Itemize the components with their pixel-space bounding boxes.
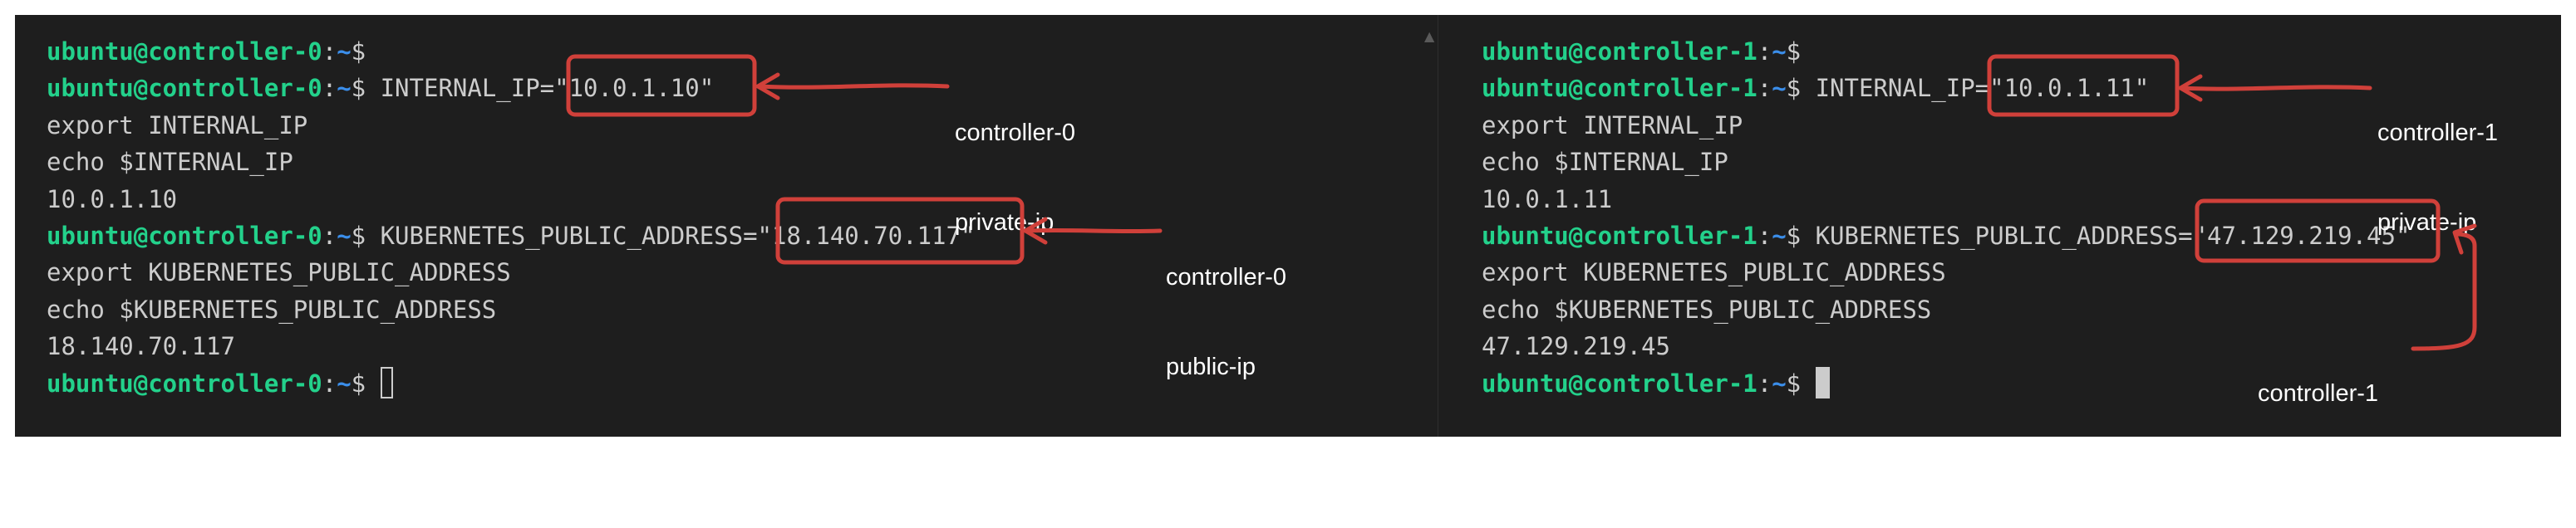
annotation-controller-1-public: controller-1 public-ip: [2258, 319, 2378, 528]
annotation-line: private-ip: [955, 209, 1054, 236]
output-text: echo $INTERNAL_IP: [1482, 148, 1728, 177]
terminal-line: echo $INTERNAL_IP: [47, 144, 975, 180]
output-text: 10.0.1.10: [47, 184, 178, 213]
annotation-controller-0-private: controller-0 private-ip: [955, 58, 1075, 267]
prompt-user: ubuntu@: [47, 369, 149, 398]
annotation-line: controller-0: [955, 120, 1076, 146]
prompt-user: ubuntu@: [1482, 221, 1584, 250]
prompt-path: ~: [1772, 369, 1787, 398]
output-text: 10.0.1.11: [1482, 184, 1613, 213]
command-text: INTERNAL_IP="10.0.1.11": [1801, 74, 2150, 103]
prompt-user: ubuntu@: [1482, 37, 1584, 66]
prompt-colon: :: [322, 74, 337, 103]
annotation-line: controller-1: [2258, 380, 2379, 407]
prompt-dollar: $: [351, 369, 366, 398]
prompt-colon: :: [1757, 74, 1772, 103]
output-text: export KUBERNETES_PUBLIC_ADDRESS: [1482, 258, 1946, 287]
command-text: KUBERNETES_PUBLIC_ADDRESS="18.140.70.117…: [366, 221, 976, 250]
prompt-host: controller-0: [148, 74, 322, 103]
command-text: KUBERNETES_PUBLIC_ADDRESS="47.129.219.45…: [1801, 221, 2411, 250]
annotation-line: public-ip: [1166, 354, 1256, 380]
terminal-line: echo $KUBERNETES_PUBLIC_ADDRESS: [1482, 291, 2410, 328]
cursor[interactable]: [380, 366, 393, 398]
output-text: export KUBERNETES_PUBLIC_ADDRESS: [47, 258, 511, 287]
prompt-host: controller-0: [148, 369, 322, 398]
prompt-colon: :: [322, 37, 337, 66]
terminal-line: ubuntu@controller-1:~$: [1482, 365, 2410, 402]
output-text: echo $INTERNAL_IP: [47, 148, 293, 177]
output-text: 47.129.219.45: [1482, 332, 1670, 361]
prompt-colon: :: [322, 369, 337, 398]
terminal-line: ubuntu@controller-1:~$ KUBERNETES_PUBLIC…: [1482, 218, 2410, 254]
command-text: [1801, 369, 1815, 398]
prompt-colon: :: [1757, 37, 1772, 66]
prompt-path: ~: [337, 369, 351, 398]
prompt-colon: :: [1757, 369, 1772, 398]
prompt-dollar: $: [1786, 37, 1802, 66]
prompt-dollar: $: [351, 221, 366, 250]
prompt-dollar: $: [1786, 369, 1802, 398]
output-text: echo $KUBERNETES_PUBLIC_ADDRESS: [1482, 295, 1932, 324]
prompt-user: ubuntu@: [1482, 369, 1584, 398]
prompt-path: ~: [337, 74, 351, 103]
terminal-line: 10.0.1.11: [1482, 181, 2410, 218]
terminal-window: ubuntu@controller-0:~$ubuntu@controller-…: [15, 15, 2561, 437]
prompt-dollar: $: [1786, 74, 1802, 103]
terminal-output: ubuntu@controller-0:~$ubuntu@controller-…: [47, 33, 975, 402]
prompt-host: controller-1: [1583, 369, 1757, 398]
output-text: export INTERNAL_IP: [1482, 110, 1743, 139]
terminal-line: ubuntu@controller-0:~$ INTERNAL_IP="10.0…: [47, 70, 975, 106]
command-text: [366, 369, 380, 398]
terminal-line: ubuntu@controller-0:~$: [47, 365, 975, 402]
terminal-line: echo $KUBERNETES_PUBLIC_ADDRESS: [47, 291, 975, 328]
terminal-line: ubuntu@controller-1:~$: [1482, 33, 2410, 70]
prompt-dollar: $: [351, 37, 366, 66]
annotation-line: controller-0: [1166, 264, 1287, 291]
output-text: export INTERNAL_IP: [47, 110, 308, 139]
annotation-controller-0-public: controller-0 public-ip: [1166, 203, 1286, 412]
terminal-line: echo $INTERNAL_IP: [1482, 144, 2410, 180]
prompt-path: ~: [337, 37, 351, 66]
terminal-line: 18.140.70.117: [47, 328, 975, 364]
terminal-line: ubuntu@controller-0:~$: [47, 33, 975, 70]
prompt-host: controller-1: [1583, 37, 1757, 66]
terminal-output: ubuntu@controller-1:~$ubuntu@controller-…: [1482, 33, 2410, 402]
prompt-user: ubuntu@: [1482, 74, 1584, 103]
terminal-line: export KUBERNETES_PUBLIC_ADDRESS: [47, 254, 975, 291]
annotation-line: private-ip: [2377, 209, 2477, 236]
terminal-pane-controller-1[interactable]: ubuntu@controller-1:~$ubuntu@controller-…: [1438, 15, 2561, 437]
terminal-line: export KUBERNETES_PUBLIC_ADDRESS: [1482, 254, 2410, 291]
prompt-colon: :: [322, 221, 337, 250]
prompt-user: ubuntu@: [47, 37, 149, 66]
output-text: echo $KUBERNETES_PUBLIC_ADDRESS: [47, 295, 497, 324]
prompt-path: ~: [1772, 37, 1787, 66]
prompt-path: ~: [1772, 74, 1787, 103]
terminal-line: export INTERNAL_IP: [1482, 107, 2410, 144]
output-text: 18.140.70.117: [47, 332, 235, 361]
annotation-controller-1-private: controller-1 private-ip: [2377, 58, 2498, 267]
prompt-path: ~: [1772, 221, 1787, 250]
prompt-path: ~: [337, 221, 351, 250]
prompt-host: controller-1: [1583, 221, 1757, 250]
prompt-colon: :: [1757, 221, 1772, 250]
prompt-host: controller-1: [1583, 74, 1757, 103]
annotation-line: public-ip: [2258, 470, 2347, 496]
prompt-user: ubuntu@: [47, 74, 149, 103]
prompt-host: controller-0: [148, 221, 322, 250]
terminal-line: ubuntu@controller-0:~$ KUBERNETES_PUBLIC…: [47, 218, 975, 254]
scroll-up-icon[interactable]: ▲: [1424, 28, 1435, 44]
terminal-line: export INTERNAL_IP: [47, 107, 975, 144]
prompt-user: ubuntu@: [47, 221, 149, 250]
terminal-line: ubuntu@controller-1:~$ INTERNAL_IP="10.0…: [1482, 70, 2410, 106]
prompt-dollar: $: [351, 74, 366, 103]
cursor[interactable]: [1815, 366, 1830, 398]
prompt-dollar: $: [1786, 221, 1802, 250]
terminal-line: 10.0.1.10: [47, 181, 975, 218]
command-text: INTERNAL_IP="10.0.1.10": [366, 74, 715, 103]
annotation-line: controller-1: [2377, 120, 2499, 146]
terminal-line: 47.129.219.45: [1482, 328, 2410, 364]
prompt-host: controller-0: [148, 37, 322, 66]
